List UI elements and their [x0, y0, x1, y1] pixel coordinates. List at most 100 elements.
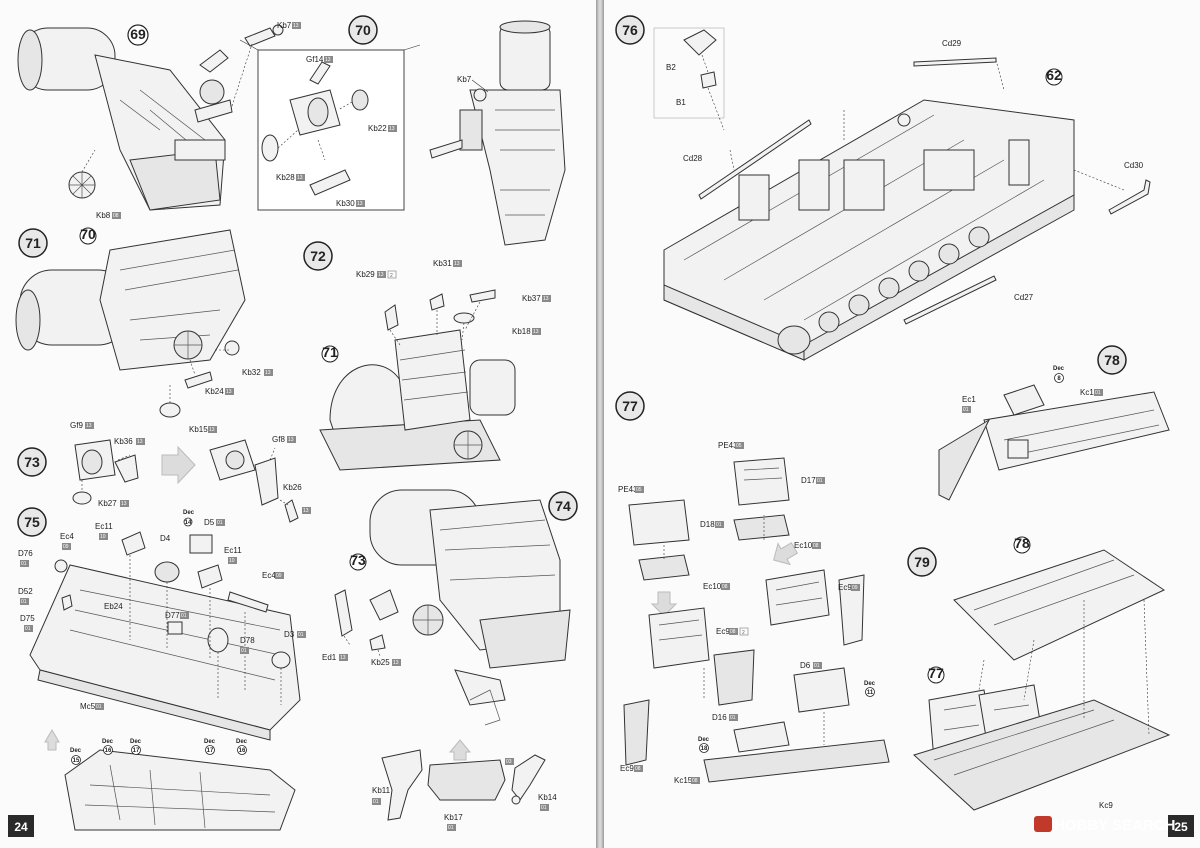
part-label: Kc9	[1099, 801, 1113, 810]
part-label: Kb26	[283, 483, 302, 492]
part-label: B1	[676, 98, 686, 107]
assembly-70-side-view	[429, 20, 566, 246]
decal-number: 16	[239, 748, 246, 754]
part-label: D18	[700, 520, 715, 529]
assembly-72-drawing	[319, 289, 516, 471]
part-label: D52	[18, 587, 33, 596]
part-label: Ec10	[703, 582, 722, 591]
step-77-number: 77	[622, 398, 638, 414]
part-label: D17	[801, 476, 816, 485]
part-label: Kb22	[368, 124, 387, 133]
direction-arrow	[44, 729, 60, 751]
step-69-ref-label: 69	[130, 26, 146, 42]
part-label: Kb24	[205, 387, 224, 396]
decal-number: 17	[207, 748, 214, 754]
step-74-number: 74	[555, 498, 571, 514]
part-badge: 01	[21, 561, 27, 567]
part-label: D75	[20, 614, 35, 623]
direction-arrow	[650, 591, 678, 617]
page-number-box	[1168, 815, 1194, 837]
part-badge: 13	[357, 201, 363, 207]
part-label: D16	[712, 713, 727, 722]
part-badge: 01	[298, 632, 304, 638]
step-77: 77	[615, 391, 890, 785]
part-badge: 13	[340, 655, 346, 661]
left-page: 69 Kb7 13 Kb8 08 70 Gf14 13	[0, 0, 596, 848]
step-70: 70 Gf14 13 Kb22 13 Kb28 13 Kb30 13	[239, 15, 566, 246]
part-label: Kb7	[457, 75, 472, 84]
left-page-drawing: 69 Kb7 13 Kb8 08 70 Gf14 13	[8, 15, 578, 837]
part-badge: 13	[226, 389, 232, 395]
part-badge: 13	[288, 437, 294, 443]
part-badge: 01	[1095, 390, 1101, 396]
part-badge: 09	[63, 544, 69, 550]
step-78: 78 Dec 8 Ec1 01 Kc1 01	[938, 345, 1170, 501]
assembly-69-drawing	[17, 24, 284, 211]
part-label: Kc15	[674, 776, 693, 785]
assembly-71-drawing	[15, 229, 246, 418]
decal-number: 18	[701, 746, 708, 752]
right-page: 76 62 B2 B1	[604, 0, 1200, 848]
part-label: Kb27	[98, 499, 117, 508]
step-69: 69 Kb7 13 Kb8 08	[17, 21, 301, 220]
part-badge: 13	[393, 660, 399, 666]
decal-label: Dec	[698, 737, 710, 743]
watermark-text: HOBBY SEARCH	[1054, 817, 1175, 834]
step-72: 72 71 Kb29 13	[303, 241, 551, 471]
decal-number: 11	[867, 690, 874, 696]
part-badge: 01	[25, 626, 31, 632]
part-label: B2	[666, 63, 676, 72]
decal-label: Dec	[864, 681, 876, 687]
svg-text:Dec: Dec	[204, 739, 216, 745]
part-badge: 08	[635, 766, 641, 772]
part-label: Kb37	[522, 294, 541, 303]
part-label: Ec4	[262, 571, 276, 580]
part-label: Ec9	[838, 583, 852, 592]
part-label: D78	[240, 636, 255, 645]
part-badge: 01	[21, 599, 27, 605]
part-label: Cd27	[1014, 293, 1034, 302]
part-label: Cd30	[1124, 161, 1144, 170]
part-label: PE43	[718, 441, 738, 450]
part-badge: 01	[716, 522, 722, 528]
svg-text:Dec: Dec	[130, 739, 142, 745]
part-label: D76	[18, 549, 33, 558]
part-label: Kb25	[371, 658, 390, 667]
part-label: Kb31	[433, 259, 452, 268]
part-badge: 03	[506, 759, 512, 765]
part-label: Kb28	[276, 173, 295, 182]
page-number: 25	[1174, 820, 1188, 834]
step-78-number: 78	[1104, 352, 1120, 368]
step-71: 71 70 Kb32 13 Kb24 13	[15, 226, 273, 434]
part-badge: 13	[533, 329, 539, 335]
assembly-75-drawing	[29, 531, 301, 831]
step-75: 75	[17, 507, 306, 831]
step-79-number: 79	[914, 554, 930, 570]
decal-number: 17	[133, 748, 140, 754]
part-label: Ec9	[620, 764, 634, 773]
step-72-number: 72	[310, 248, 326, 264]
part-label: Mc5	[80, 702, 96, 711]
decal-number: 14	[185, 520, 192, 526]
part-label: Kb32	[242, 368, 261, 377]
part-label: Ec9	[716, 627, 730, 636]
step-76-ref: 62	[1046, 67, 1062, 83]
step-75-number: 75	[24, 514, 40, 530]
step-71-ref: 70	[80, 226, 96, 242]
step-79-ref: 78	[1014, 535, 1030, 551]
step-79: 79 78 77 Kc9	[907, 535, 1171, 811]
assembly-74-drawing	[334, 489, 571, 821]
part-label: Kb30	[336, 199, 355, 208]
part-badge: 13	[297, 175, 303, 181]
decal-label: Dec	[1053, 366, 1065, 372]
part-badge: 13	[209, 427, 215, 433]
part-badge: 13	[543, 296, 549, 302]
part-label: Kb18	[512, 327, 531, 336]
step-74: 74 72 73	[322, 489, 578, 831]
part-badge: 08	[113, 213, 119, 219]
spine-gutter	[596, 0, 604, 848]
part-label: Kb14	[538, 793, 557, 802]
part-badge: 08	[692, 778, 698, 784]
part-badge: 08	[722, 584, 728, 590]
step-72-ref: 71	[322, 344, 338, 360]
